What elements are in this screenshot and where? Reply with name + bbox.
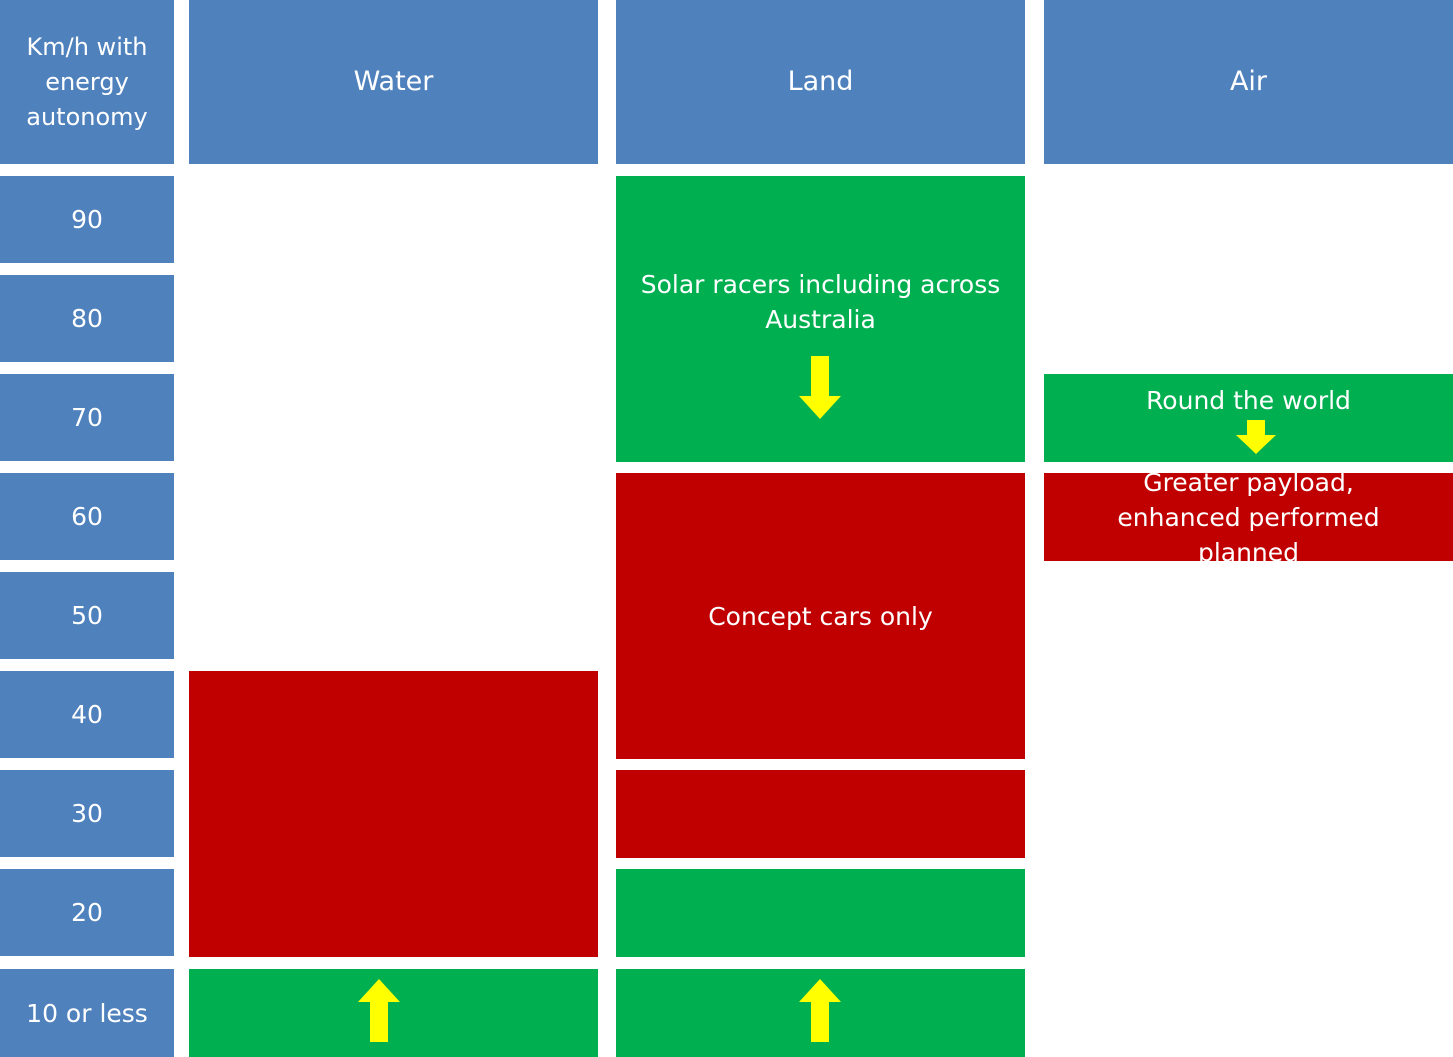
row-label-text: 60 — [71, 502, 103, 531]
column-header-land: Land — [616, 0, 1025, 164]
air-greater-payload-label: Greater payload, enhanced performed plan… — [1117, 467, 1380, 567]
land-achieved-block — [616, 869, 1025, 957]
row-label-80: 80 — [0, 275, 174, 362]
air-round-world-label: Round the world — [1146, 386, 1351, 415]
column-header-air: Air — [1044, 0, 1453, 164]
row-label-20: 20 — [0, 869, 174, 956]
corner-header-label: Km/h with energy autonomy — [26, 32, 148, 131]
row-label-text: 70 — [71, 403, 103, 432]
arrow-up-icon — [358, 979, 400, 1042]
arrow-up-icon — [799, 979, 841, 1042]
row-label-text: 80 — [71, 304, 103, 333]
land-solar-racers-label: Solar racers including across Australia — [640, 270, 1001, 334]
row-label-70: 70 — [0, 374, 174, 461]
row-label-30: 30 — [0, 770, 174, 857]
arrow-down-icon — [1236, 420, 1276, 454]
row-label-text: 10 or less — [26, 998, 148, 1028]
land-concept-cars-label: Concept cars only — [708, 601, 933, 631]
corner-header: Km/h with energy autonomy — [0, 0, 174, 164]
column-header-air-label: Air — [1229, 65, 1268, 97]
water-achieved-block — [189, 969, 598, 1057]
column-header-land-label: Land — [787, 65, 854, 97]
land-planned-block — [616, 770, 1025, 858]
row-label-text: 90 — [71, 205, 103, 234]
row-label-90: 90 — [0, 176, 174, 263]
arrow-down-icon — [799, 356, 841, 419]
row-label-60: 60 — [0, 473, 174, 560]
row-label-text: 30 — [71, 799, 103, 828]
row-label-10-or-less: 10 or less — [0, 969, 174, 1057]
row-label-text: 50 — [71, 601, 103, 630]
row-label-text: 20 — [71, 898, 103, 927]
column-header-water-label: Water — [353, 65, 434, 97]
air-round-world-block: Round the world — [1044, 374, 1453, 462]
row-label-text: 40 — [71, 700, 103, 729]
air-greater-payload-block: Greater payload, enhanced performed plan… — [1044, 468, 1453, 567]
land-solar-racers-block: Solar racers including across Australia — [616, 176, 1025, 462]
land-concept-cars-block: Concept cars only — [616, 473, 1025, 759]
water-planned-block — [189, 671, 598, 957]
row-label-50: 50 — [0, 572, 174, 659]
row-label-40: 40 — [0, 671, 174, 758]
column-header-water: Water — [189, 0, 598, 164]
